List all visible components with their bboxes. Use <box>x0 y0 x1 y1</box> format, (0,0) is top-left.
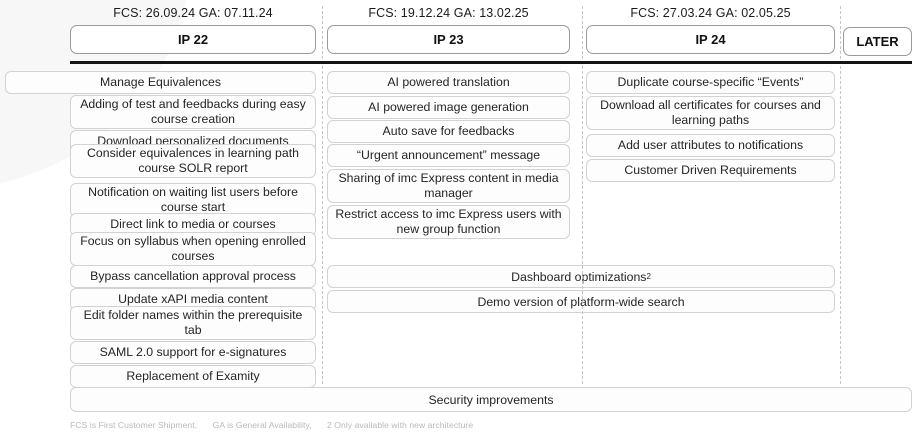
card-ip23-4[interactable]: Sharing of imc Express content in media … <box>327 169 570 203</box>
footnote-ga: GA is General Availability, <box>212 420 312 430</box>
column-header-ip23: FCS: 19.12.24 GA: 13.02.25 IP 23 <box>327 6 570 54</box>
card-ip23-1[interactable]: AI powered image generation <box>327 96 570 119</box>
header-rule <box>70 61 912 64</box>
column-pill-ip22[interactable]: IP 22 <box>70 25 316 54</box>
card-ip23-5[interactable]: Restrict access to imc Express users wit… <box>327 205 570 239</box>
card-full-width-security[interactable]: Security improvements <box>70 387 912 412</box>
column-header-ip22: FCS: 26.09.24 GA: 07.11.24 IP 22 <box>70 6 316 54</box>
column-pill-ip23[interactable]: IP 23 <box>327 25 570 54</box>
card-ip22-5[interactable]: Direct link to media or courses <box>70 213 316 236</box>
column-divider-2 <box>582 6 583 384</box>
card-span-dashboard-label: Dashboard optimizations <box>511 269 647 284</box>
column-dates-ip23: FCS: 19.12.24 GA: 13.02.25 <box>368 6 529 20</box>
column-divider-1 <box>322 6 323 384</box>
footnote-architecture: 2 Only available with new architecture <box>327 420 474 430</box>
column-pill-later[interactable]: LATER <box>843 27 912 56</box>
column-pill-ip24[interactable]: IP 24 <box>586 25 835 54</box>
card-span-demo-search[interactable]: Demo version of platform-wide search <box>327 290 835 313</box>
card-ip22-11[interactable]: Replacement of Examity <box>70 365 316 388</box>
card-ip24-2[interactable]: Add user attributes to notifications <box>586 134 835 157</box>
card-ip23-3[interactable]: “Urgent announcement” message <box>327 144 570 167</box>
column-divider-3 <box>840 6 841 384</box>
card-ip22-7[interactable]: Bypass cancellation approval process <box>70 265 316 288</box>
column-header-ip24: FCS: 27.03.24 GA: 02.05.25 IP 24 <box>586 6 835 54</box>
card-ip23-0[interactable]: AI powered translation <box>327 71 570 94</box>
footnote: FCS is First Customer Shipment, GA is Ge… <box>70 420 486 430</box>
column-header-later: LATER <box>843 6 912 56</box>
card-ip22-8[interactable]: Update xAPI media content <box>70 288 316 311</box>
card-ip22-1[interactable]: Adding of test and feedbacks during easy… <box>70 95 316 129</box>
card-ip24-3[interactable]: Customer Driven Requirements <box>586 159 835 182</box>
card-ip22-3[interactable]: Consider equivalences in learning path c… <box>70 144 316 178</box>
card-ip22-9[interactable]: Edit folder names within the prerequisit… <box>70 306 316 340</box>
footnote-fcs: FCS is First Customer Shipment, <box>70 420 198 430</box>
column-dates-ip22: FCS: 26.09.24 GA: 07.11.24 <box>113 6 273 20</box>
card-ip22-4[interactable]: Notification on waiting list users befor… <box>70 183 316 217</box>
card-ip22-0[interactable]: Manage Equivalences <box>5 71 316 94</box>
card-ip24-1[interactable]: Download all certificates for courses an… <box>586 96 835 130</box>
card-ip24-0[interactable]: Duplicate course-specific “Events” <box>586 71 835 94</box>
card-ip23-2[interactable]: Auto save for feedbacks <box>327 120 570 143</box>
card-ip22-10[interactable]: SAML 2.0 support for e-signatures <box>70 341 316 364</box>
card-ip22-6[interactable]: Focus on syllabus when opening enrolled … <box>70 232 316 266</box>
column-dates-ip24: FCS: 27.03.24 GA: 02.05.25 <box>630 6 791 20</box>
